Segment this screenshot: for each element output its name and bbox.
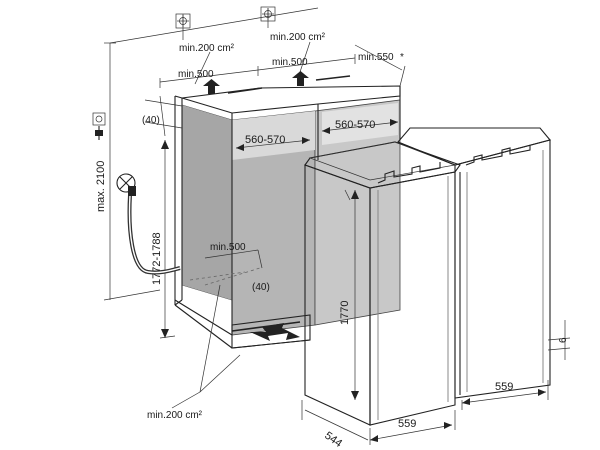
niche-width-dimensions [235,119,399,151]
appliance-height-label: 1770 [339,301,351,325]
niche-height-dimension [159,140,176,339]
plinth-gap-label: 6 [558,337,569,343]
width-559-right-label: 559 [495,381,513,393]
appliance-height-dimension [351,190,359,400]
top-vent-dimensions [159,41,356,94]
water-hose [127,194,181,275]
niche-depth-label: min.550 [358,52,394,63]
niche-depth-note: * [400,52,404,63]
width-559-front-label: 559 [398,418,416,430]
bottom-airflow-arrow [250,323,300,341]
socket-icon [260,6,276,22]
top-vent-depth-left: min.500 [178,69,214,80]
niche-height-label: 1772-1788 [151,232,163,285]
top-vent-area-left: min.200 cm² [179,43,235,54]
niche-width-left: 560-570 [245,134,285,146]
bottom-offset-label: (40) [252,282,270,293]
appliance-front [304,141,461,426]
niche-cabinet [174,85,401,349]
water-tap-icon [116,173,136,196]
bottom-vent-inner [189,249,263,286]
top-offset-label: (40) [142,115,160,126]
socket-icon [175,13,191,29]
niche-depth-dimension [354,44,406,87]
top-vent-area-right: min.200 cm² [270,32,326,43]
bottom-vent-depth-label: min.500 [210,242,246,253]
top-vent-depth-right: min.500 [272,57,308,68]
bottom-vent-area-label: min.200 cm² [147,410,203,421]
max-height-label: max. 2100 [95,161,107,212]
top-offset-dimension [144,95,183,137]
bottom-vent-leaders [171,284,241,409]
plinth-gap-dimension [547,320,571,360]
power-plug-icon [92,112,106,140]
appliance-back [397,127,551,399]
max-height-dimension [103,42,161,301]
bottom-dimensions [301,380,549,445]
depth-544-label: 544 [322,430,344,450]
niche-width-right: 560-570 [335,119,375,131]
